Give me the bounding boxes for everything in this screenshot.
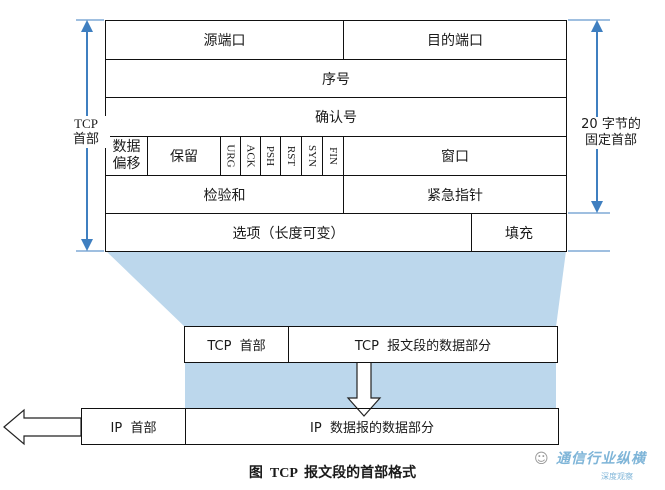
urgent-pointer-cell: 紧急指针 — [343, 175, 567, 214]
flag-ack-label: ACK — [244, 144, 257, 168]
flag-fin-label: FIN — [326, 147, 339, 165]
destination-port-cell: 目的端口 — [343, 20, 567, 60]
segment-tcp-header-label: TCP 首部 — [207, 339, 266, 354]
watermark-subtext: 深度观察 — [601, 472, 633, 481]
flag-urg-cell: URG — [220, 136, 241, 176]
segment-tcp-data-label: TCP 报文段的数据部分 — [354, 339, 492, 354]
source-port-label: 源端口 — [203, 33, 246, 49]
urgent-pointer-label: 紧急指针 — [427, 187, 483, 204]
ack-number-cell: 确认号 — [105, 97, 567, 137]
flag-fin-cell: FIN — [322, 136, 344, 176]
ip-data-cell: IP 数据报的数据部分 — [185, 408, 559, 445]
fixed-header-side-label-line2: 固定首部 — [584, 133, 637, 148]
left-hollow-arrow — [3, 408, 82, 446]
ip-header-label: IP 首部 — [110, 421, 157, 436]
sequence-number-cell: 序号 — [105, 59, 567, 98]
tcp-header-side-label-line2: 首部 — [72, 132, 99, 147]
flag-rst-label: RST — [285, 145, 297, 167]
ack-number-label: 确认号 — [315, 110, 357, 126]
ip-data-label: IP 数据报的数据部分 — [310, 421, 434, 436]
source-port-cell: 源端口 — [105, 20, 344, 60]
tcp-header-side-label: TCP 首部 — [62, 116, 110, 148]
header-projection — [106, 251, 566, 327]
reserved-cell: 保留 — [147, 136, 221, 176]
checksum-label: 检验和 — [203, 187, 246, 204]
tcp-header-side-label-line1: TCP — [74, 116, 98, 131]
fixed-header-dimension-arrow — [568, 19, 610, 252]
flag-psh-cell: PSH — [260, 136, 281, 176]
flag-rst-cell: RST — [280, 136, 302, 176]
window-label: 窗口 — [441, 149, 469, 165]
ip-header-cell: IP 首部 — [81, 408, 186, 445]
data-offset-label-line1: 数据 — [112, 139, 141, 155]
padding-label: 填充 — [505, 225, 533, 242]
padding-cell: 填充 — [471, 213, 567, 252]
flag-urg-label: URG — [224, 144, 237, 168]
fixed-header-side-label-line1: 20 字节的 — [581, 117, 641, 132]
encapsulation-down-arrow — [346, 361, 382, 417]
flag-ack-cell: ACK — [240, 136, 261, 176]
sequence-number-label: 序号 — [322, 71, 350, 88]
window-cell: 窗口 — [343, 136, 567, 176]
fixed-header-side-label: 20 字节的 固定首部 — [572, 117, 650, 149]
segment-tcp-header-cell: TCP 首部 — [184, 326, 289, 363]
options-label: 选项（长度可变） — [232, 225, 345, 242]
figure-caption: 图 TCP 报文段的首部格式 — [248, 466, 417, 481]
checksum-cell: 检验和 — [105, 175, 344, 214]
reserved-label: 保留 — [170, 149, 198, 165]
flag-psh-label: PSH — [264, 145, 277, 167]
destination-port-label: 目的端口 — [427, 33, 483, 49]
segment-tcp-data-cell: TCP 报文段的数据部分 — [288, 326, 558, 363]
flag-syn-label: SYN — [306, 144, 319, 168]
watermark-text: 通信行业纵横 — [556, 451, 646, 467]
flag-syn-cell: SYN — [301, 136, 323, 176]
data-offset-cell: 数据 偏移 — [105, 136, 148, 176]
options-cell: 选项（长度可变） — [105, 213, 472, 252]
wechat-icon: ☺ — [534, 451, 549, 467]
data-offset-label-line2: 偏移 — [112, 156, 141, 172]
